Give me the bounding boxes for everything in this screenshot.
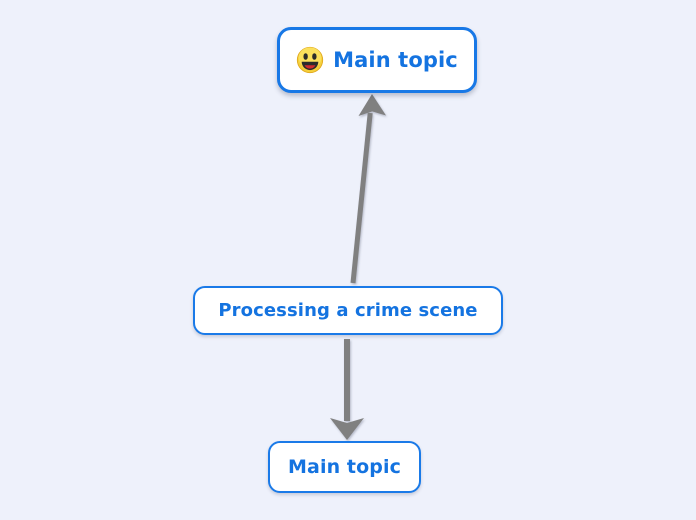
mindmap-node-top[interactable]: Main topic: [277, 27, 477, 93]
mindmap-node-bottom[interactable]: Main topic: [268, 441, 421, 493]
mindmap-node-middle[interactable]: Processing a crime scene: [193, 286, 503, 335]
mindmap-node-bottom-label: Main topic: [288, 456, 401, 478]
edge-middle-to-bottom[interactable]: [330, 339, 364, 440]
mindmap-node-top-label: Main topic: [333, 48, 458, 72]
grinning-face-icon: [296, 46, 324, 74]
mindmap-node-middle-label: Processing a crime scene: [218, 300, 478, 321]
edge-middle-to-top[interactable]: [350, 94, 386, 284]
